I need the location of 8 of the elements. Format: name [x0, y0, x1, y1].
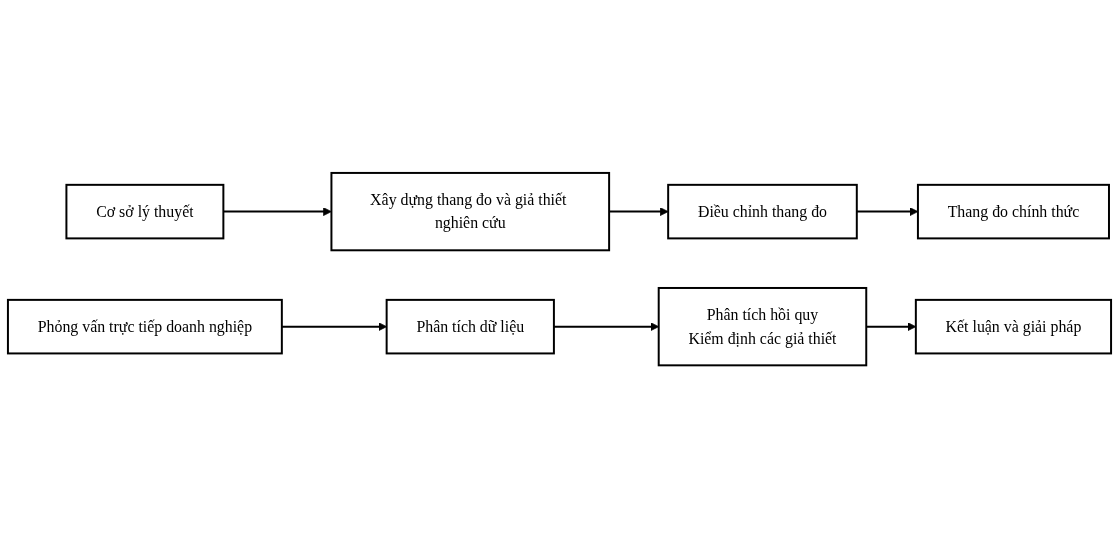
node-box: Phỏng vấn trực tiếp doanh nghiệp	[6, 298, 283, 355]
node-box: Xây dựng thang đo và giả thiết nghiên cứu	[330, 171, 611, 252]
node-box: Cơ sở lý thuyết	[65, 183, 225, 240]
node-box: Điều chỉnh thang đo	[667, 183, 858, 240]
node-box: Kết luận và giải pháp	[914, 298, 1113, 355]
node-box: Phân tích hồi quy Kiểm định các giả thiết	[657, 286, 868, 367]
node-box: Phân tích dữ liệu	[385, 298, 555, 355]
node-box: Thang đo chính thức	[916, 183, 1110, 240]
